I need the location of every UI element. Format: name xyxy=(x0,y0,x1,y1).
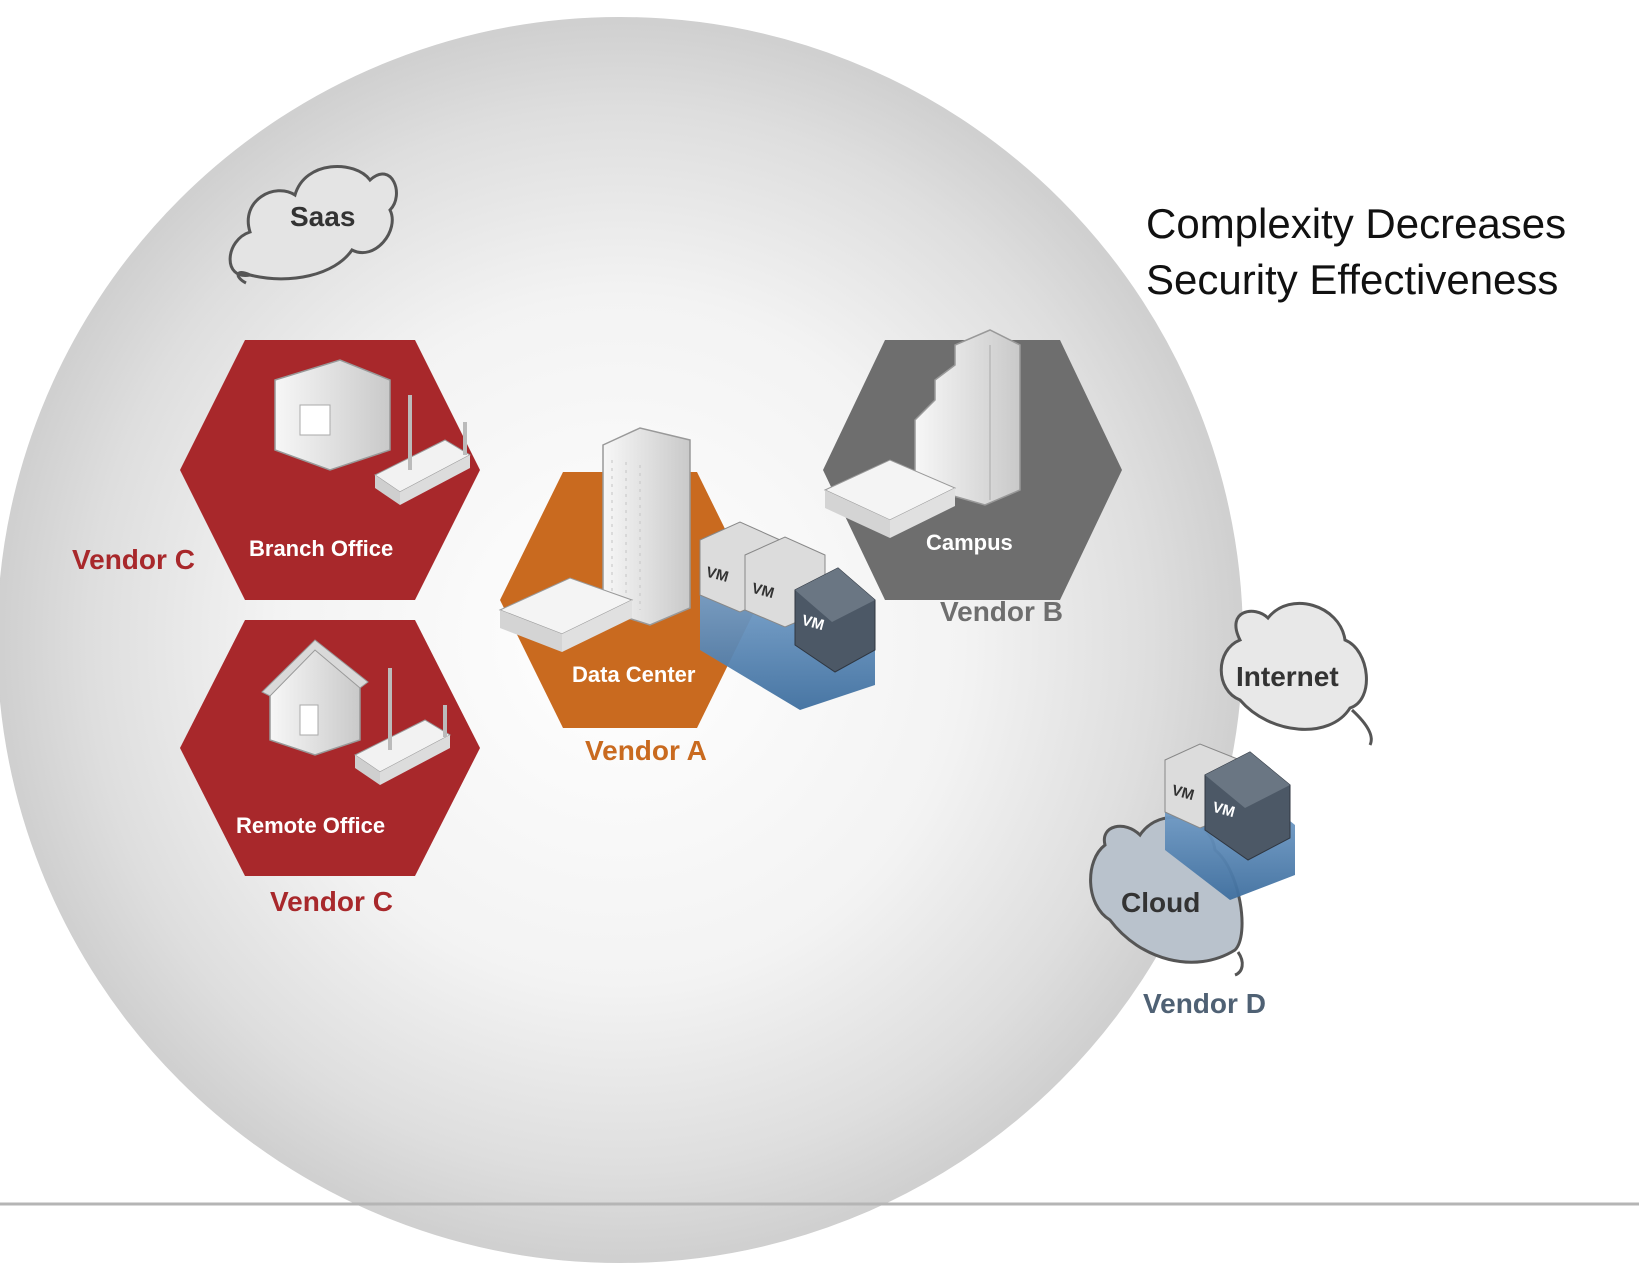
slide-title: Complexity Decreases Security Effectiven… xyxy=(1146,196,1566,308)
branch-office-router-icon xyxy=(374,395,472,505)
branch-office-vendor-label: Vendor C xyxy=(72,544,195,575)
saas-cloud-icon xyxy=(228,165,398,285)
vm-block-highlighted: VM xyxy=(794,567,876,673)
vm-block-highlighted: VM xyxy=(1204,751,1291,861)
branch-office-label: Branch Office xyxy=(249,536,394,561)
data-center-server-rack-icon xyxy=(602,427,691,626)
cloud-label: Cloud xyxy=(1121,887,1201,918)
vm-label: VM xyxy=(800,612,826,634)
internet-cloud-icon xyxy=(1219,601,1373,746)
remote-office-router-icon xyxy=(354,668,452,785)
campus-appliance-icon xyxy=(823,459,957,538)
cloud-vendor-label: Vendor D xyxy=(1143,988,1266,1019)
vm-label: VM xyxy=(750,580,776,602)
title-line-1: Complexity Decreases xyxy=(1146,200,1567,247)
title-line-2: Security Effectiveness xyxy=(1146,256,1559,303)
data-center-label: Data Center xyxy=(572,662,696,687)
vm-label: VM xyxy=(1211,799,1237,821)
remote-office-vendor-label: Vendor C xyxy=(270,886,393,917)
campus-vendor-label: Vendor B xyxy=(940,596,1063,627)
vm-label: VM xyxy=(704,564,730,586)
saas-label: Saas xyxy=(290,201,356,232)
vm-label: VM xyxy=(1170,782,1196,804)
campus-building-icon xyxy=(914,329,1021,506)
internet-label: Internet xyxy=(1236,661,1339,692)
data-center-appliance-icon xyxy=(498,577,634,652)
data-center-vendor-label: Vendor A xyxy=(585,735,707,766)
remote-office-house-icon xyxy=(261,639,369,756)
campus-label: Campus xyxy=(926,530,1013,555)
remote-office-label: Remote Office xyxy=(236,813,386,838)
branch-office-building-icon xyxy=(274,359,391,471)
